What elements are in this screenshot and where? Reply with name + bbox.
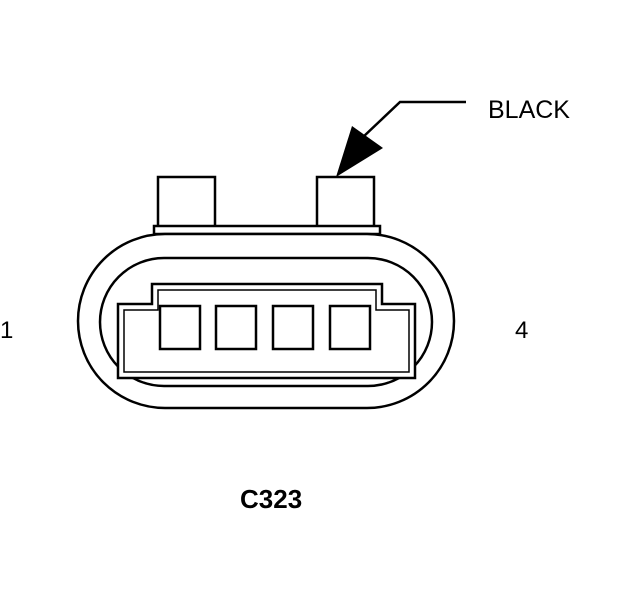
cavity-pin-1: [158, 304, 202, 351]
leader-line: [361, 100, 466, 139]
wire-color-label: BLACK: [488, 96, 570, 124]
right-lock-tab: [315, 175, 376, 231]
leader-arrowhead: [336, 126, 383, 177]
left-lock-tab: [156, 175, 217, 231]
connector-id-label: C323: [240, 484, 302, 514]
cavity-pin-2: [214, 304, 258, 351]
terminal-housing-inner: [123, 289, 410, 373]
cavity-pin-3: [271, 304, 315, 351]
pin-4-label: 4: [515, 317, 528, 344]
cavity-pin-4: [328, 304, 372, 351]
pin-1-label: 1: [0, 317, 13, 344]
